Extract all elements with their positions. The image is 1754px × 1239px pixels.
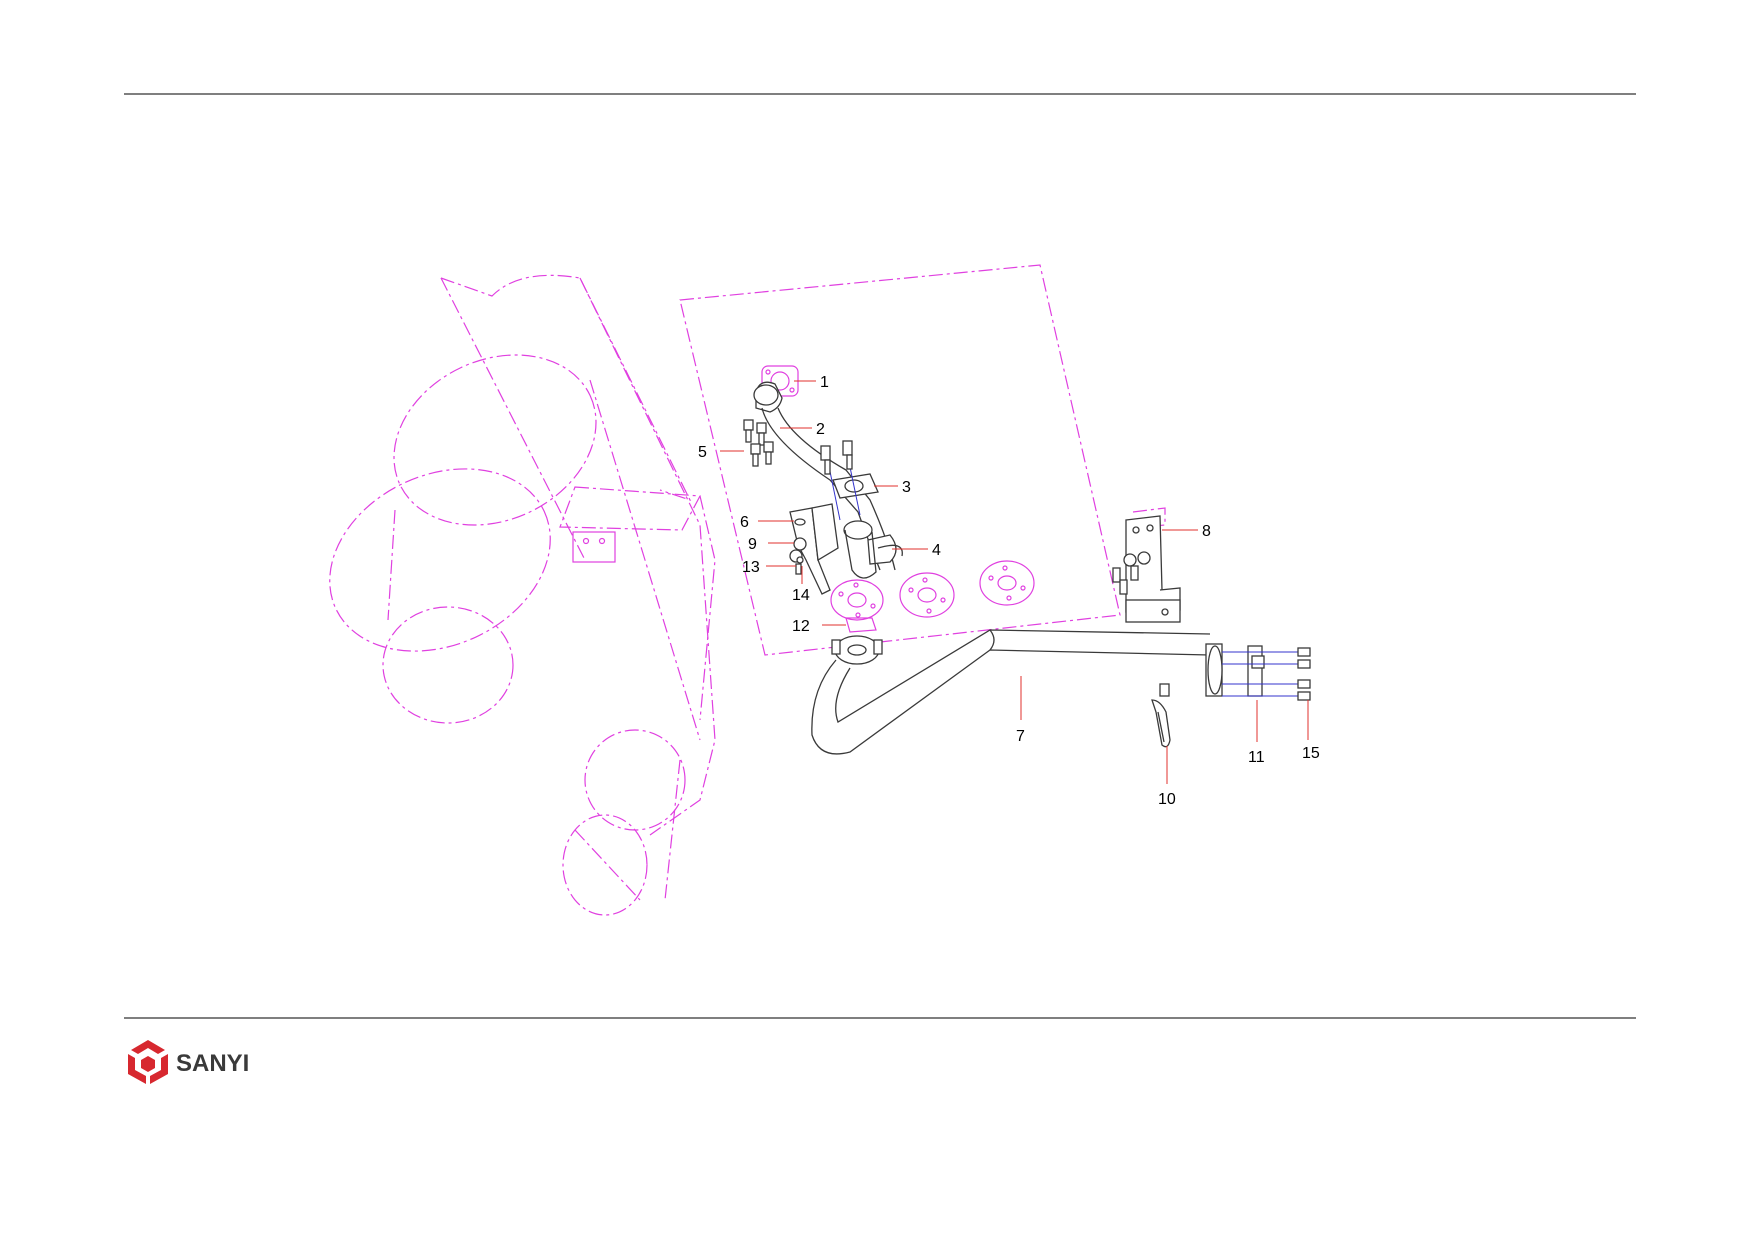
callout-11: 11 xyxy=(1248,749,1265,766)
callout-9: 9 xyxy=(748,536,757,553)
gasket-b xyxy=(899,572,955,618)
fasteners-9-13-14 xyxy=(789,537,807,575)
ghost-bracket-plate xyxy=(572,531,616,563)
part-7-exhaust-pipe xyxy=(811,629,1211,755)
part-2-bent-pipe xyxy=(753,381,896,571)
callout-15: 15 xyxy=(1302,745,1320,762)
callout-2: 2 xyxy=(816,421,825,438)
leader-lines xyxy=(720,380,1309,784)
callout-8: 8 xyxy=(1202,523,1211,540)
ghost-cylinder-end xyxy=(382,606,514,724)
callout-4: 4 xyxy=(932,542,941,559)
engine-frame-ghost xyxy=(329,274,716,916)
gasket-c xyxy=(979,560,1035,606)
part-11-flange-clamp xyxy=(1205,643,1300,697)
callout-10: 10 xyxy=(1158,791,1176,808)
callout-5: 5 xyxy=(698,444,707,461)
callout-13: 13 xyxy=(742,559,760,576)
ghost-small-cylinder-end xyxy=(562,814,648,916)
bolts-group-3 xyxy=(820,440,861,521)
callout-labels: 1 2 3 4 5 6 7 8 9 10 11 12 13 14 15 xyxy=(698,374,1320,808)
part-10-hose xyxy=(1151,683,1171,748)
callout-14: 14 xyxy=(792,587,810,604)
callout-6: 6 xyxy=(740,514,749,531)
brand-name: SANYI xyxy=(176,1050,249,1077)
gaskets-row xyxy=(830,560,1035,621)
callout-1: 1 xyxy=(820,374,829,391)
callout-3: 3 xyxy=(902,479,911,496)
sanyi-logo-icon xyxy=(128,1040,168,1084)
part-5-bolts xyxy=(743,419,774,467)
part-12-clamp xyxy=(831,617,883,665)
gasket-a xyxy=(830,579,884,621)
callout-7: 7 xyxy=(1016,728,1025,745)
part-15-bolts xyxy=(1297,647,1311,701)
ghost-panel xyxy=(679,264,1121,656)
callout-12: 12 xyxy=(792,618,810,635)
brand-logo: SANYI xyxy=(128,1040,249,1084)
part-8-support-bracket xyxy=(1112,515,1181,623)
part-4-u-clamp xyxy=(843,520,903,579)
